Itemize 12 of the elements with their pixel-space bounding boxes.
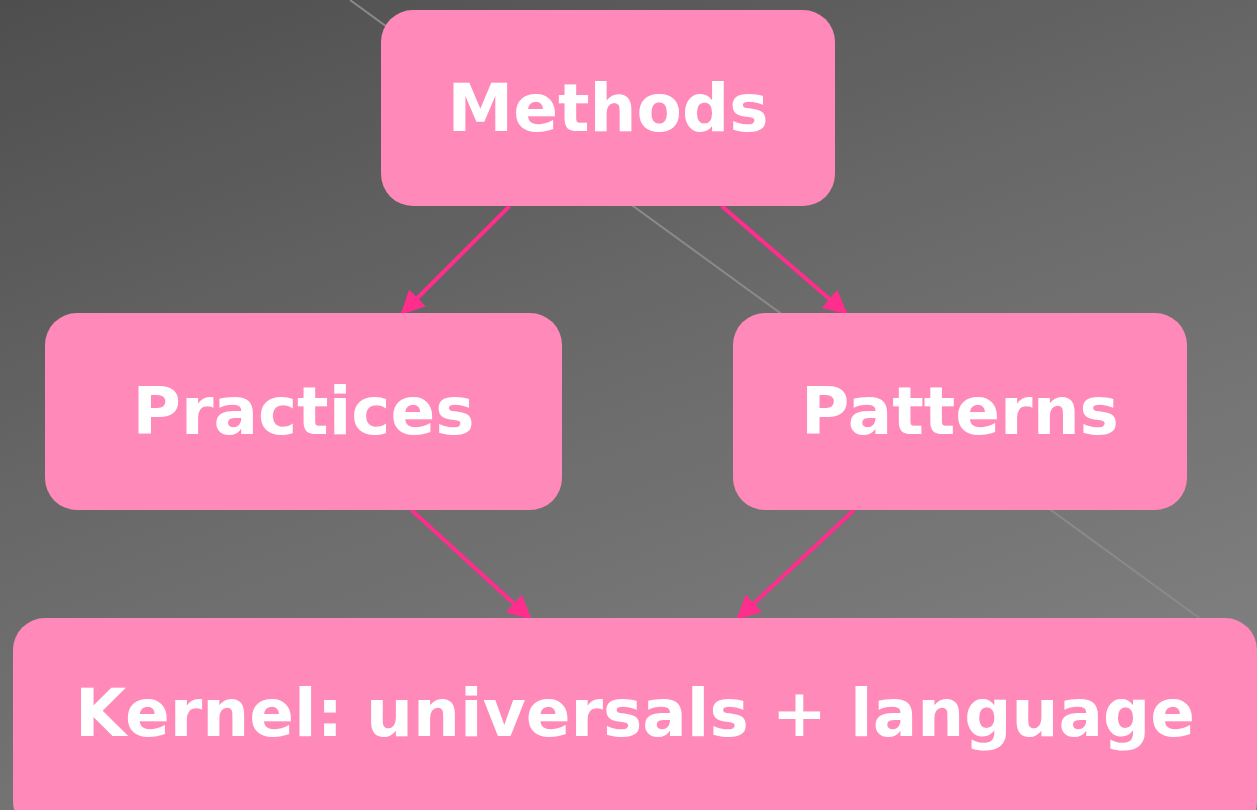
box-label: Practices xyxy=(132,373,475,450)
arrow xyxy=(400,204,512,315)
process-box xyxy=(13,618,1257,810)
arrow xyxy=(410,508,532,620)
process-box xyxy=(45,313,562,510)
arrow xyxy=(736,508,856,620)
box-label: Methods xyxy=(447,69,769,147)
process-box xyxy=(381,10,835,206)
box-label: Kernel: universals + language xyxy=(75,674,1195,752)
box-label: Patterns xyxy=(801,373,1119,450)
process-box xyxy=(733,313,1187,510)
arrow xyxy=(720,204,848,315)
